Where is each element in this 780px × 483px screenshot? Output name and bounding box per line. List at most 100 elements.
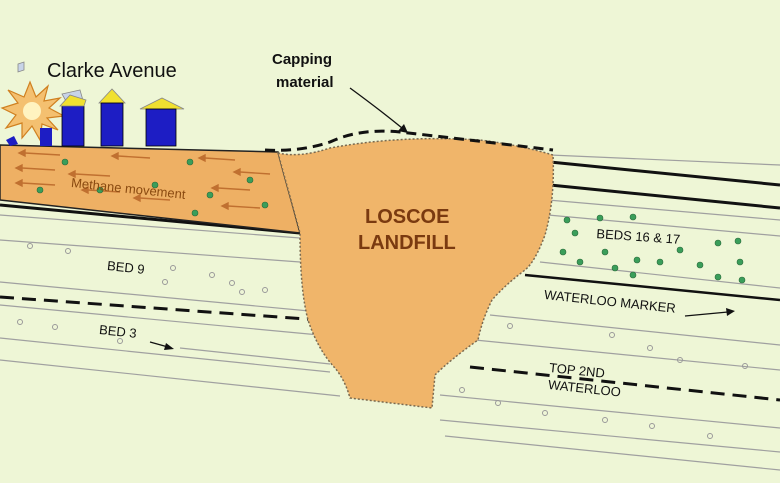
capping-material-label-line1: Capping: [272, 51, 332, 68]
pebble: [209, 272, 215, 278]
dot: [96, 186, 104, 194]
arrow-line: [227, 205, 261, 209]
pebble-dots: [17, 243, 748, 439]
house-roof: [139, 97, 185, 110]
arrow-line: [21, 182, 56, 186]
methane-dots: [36, 158, 269, 217]
pebble: [609, 332, 615, 338]
house-wall: [100, 102, 124, 147]
bed-line: [0, 281, 321, 313]
arrow-line: [204, 157, 236, 161]
bed-line: [474, 339, 780, 371]
bed-line: [179, 347, 331, 365]
pebble: [117, 338, 123, 344]
arrow-head: [197, 153, 206, 163]
pebble: [647, 345, 653, 351]
explosion-core: [23, 102, 41, 120]
pebble: [742, 363, 748, 369]
waterloo-marker-line: [524, 273, 780, 302]
arrow-line: [239, 171, 271, 175]
stratum-line: [549, 160, 780, 187]
pebble: [27, 243, 33, 249]
landfill-label-line2: LANDFILL: [358, 232, 456, 254]
dot: [186, 158, 194, 166]
arrow-head: [14, 178, 23, 188]
dot: [656, 258, 664, 266]
pebble: [17, 319, 23, 325]
pebble: [707, 433, 713, 439]
arrow-head: [110, 151, 119, 161]
pebble: [52, 324, 58, 330]
bed3-dashed-line: [0, 295, 321, 322]
dot: [714, 239, 722, 247]
dot: [611, 264, 619, 272]
pebble: [162, 279, 168, 285]
methane-arrows: [14, 148, 271, 211]
dot: [36, 186, 44, 194]
debris: [6, 136, 18, 146]
pebble: [262, 287, 268, 293]
dot: [261, 201, 269, 209]
dot: [559, 248, 567, 256]
arrow-head: [67, 169, 76, 179]
bed-line: [547, 214, 780, 237]
bed-line: [0, 359, 341, 397]
arrow-head: [210, 183, 219, 193]
thick-strata: [0, 160, 780, 402]
pebble: [542, 410, 548, 416]
capping-line: [264, 129, 554, 152]
bed3-arrowhead: [164, 343, 174, 350]
house-icon: [61, 105, 85, 147]
arrow-line: [117, 155, 151, 159]
arrow-line: [21, 167, 56, 171]
pebble: [239, 289, 245, 295]
pebble: [507, 323, 513, 329]
pebble: [602, 417, 608, 423]
capping-pointer-head: [398, 124, 408, 133]
pebble: [649, 423, 655, 429]
arrow-line: [87, 189, 121, 193]
arrow-line: [217, 187, 251, 191]
dot: [61, 158, 69, 166]
pebble: [65, 248, 71, 254]
dot: [151, 181, 159, 189]
bed-line: [0, 337, 331, 373]
beds-16-17-dots: [559, 213, 746, 284]
stratum-line: [549, 183, 780, 210]
dot: [601, 248, 609, 256]
dot: [596, 214, 604, 222]
bed-line: [439, 394, 780, 429]
bed-line: [547, 199, 780, 221]
pebble: [229, 280, 235, 286]
arrow-line: [24, 152, 61, 156]
bed-line: [0, 304, 331, 337]
bed-line: [489, 314, 780, 346]
capping-pointer: [349, 87, 403, 129]
stratum-line: [0, 203, 301, 235]
dot: [696, 261, 704, 269]
bed-line: [0, 214, 301, 239]
dot: [563, 216, 571, 224]
arrow-head: [132, 193, 141, 203]
house-icon: [98, 88, 126, 147]
dot: [576, 258, 584, 266]
house-icon: [59, 94, 87, 107]
house-roof: [98, 88, 126, 104]
top-2nd-waterloo-dashed-line: [469, 365, 780, 402]
arrow-head: [80, 185, 89, 195]
dot: [676, 246, 684, 254]
dot: [191, 209, 199, 217]
arrow-line: [74, 173, 111, 177]
bed-line: [444, 435, 780, 471]
arrow-head: [220, 201, 229, 211]
dot: [736, 258, 744, 266]
house-roof: [59, 94, 87, 107]
dot: [629, 271, 637, 279]
pebble: [459, 387, 465, 393]
debris: [40, 128, 52, 146]
house-wall: [145, 108, 177, 147]
arrow-head: [14, 163, 23, 173]
house-wall: [61, 105, 85, 147]
